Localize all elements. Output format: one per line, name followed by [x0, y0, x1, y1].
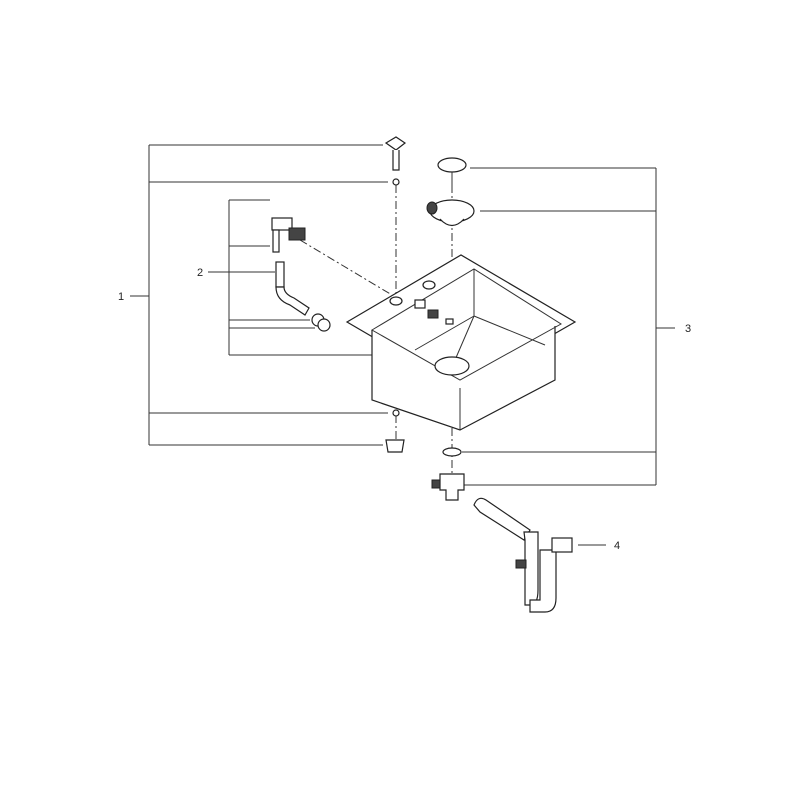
callout-label-1: 1 — [118, 291, 124, 303]
siphon-trap-part — [473, 497, 573, 613]
sink-basin — [345, 254, 577, 431]
callout-bracket-2 — [208, 199, 440, 356]
callout-label-4: 4 — [614, 540, 620, 552]
callout-bracket-1 — [130, 144, 388, 446]
overflow-assembly-part — [271, 217, 331, 332]
callout-bracket-3 — [462, 167, 675, 486]
strainer-basket-part — [426, 157, 475, 501]
pop-up-button-part — [384, 136, 407, 453]
callout-label-2: 2 — [197, 267, 203, 279]
callout-label-3: 3 — [685, 323, 691, 335]
